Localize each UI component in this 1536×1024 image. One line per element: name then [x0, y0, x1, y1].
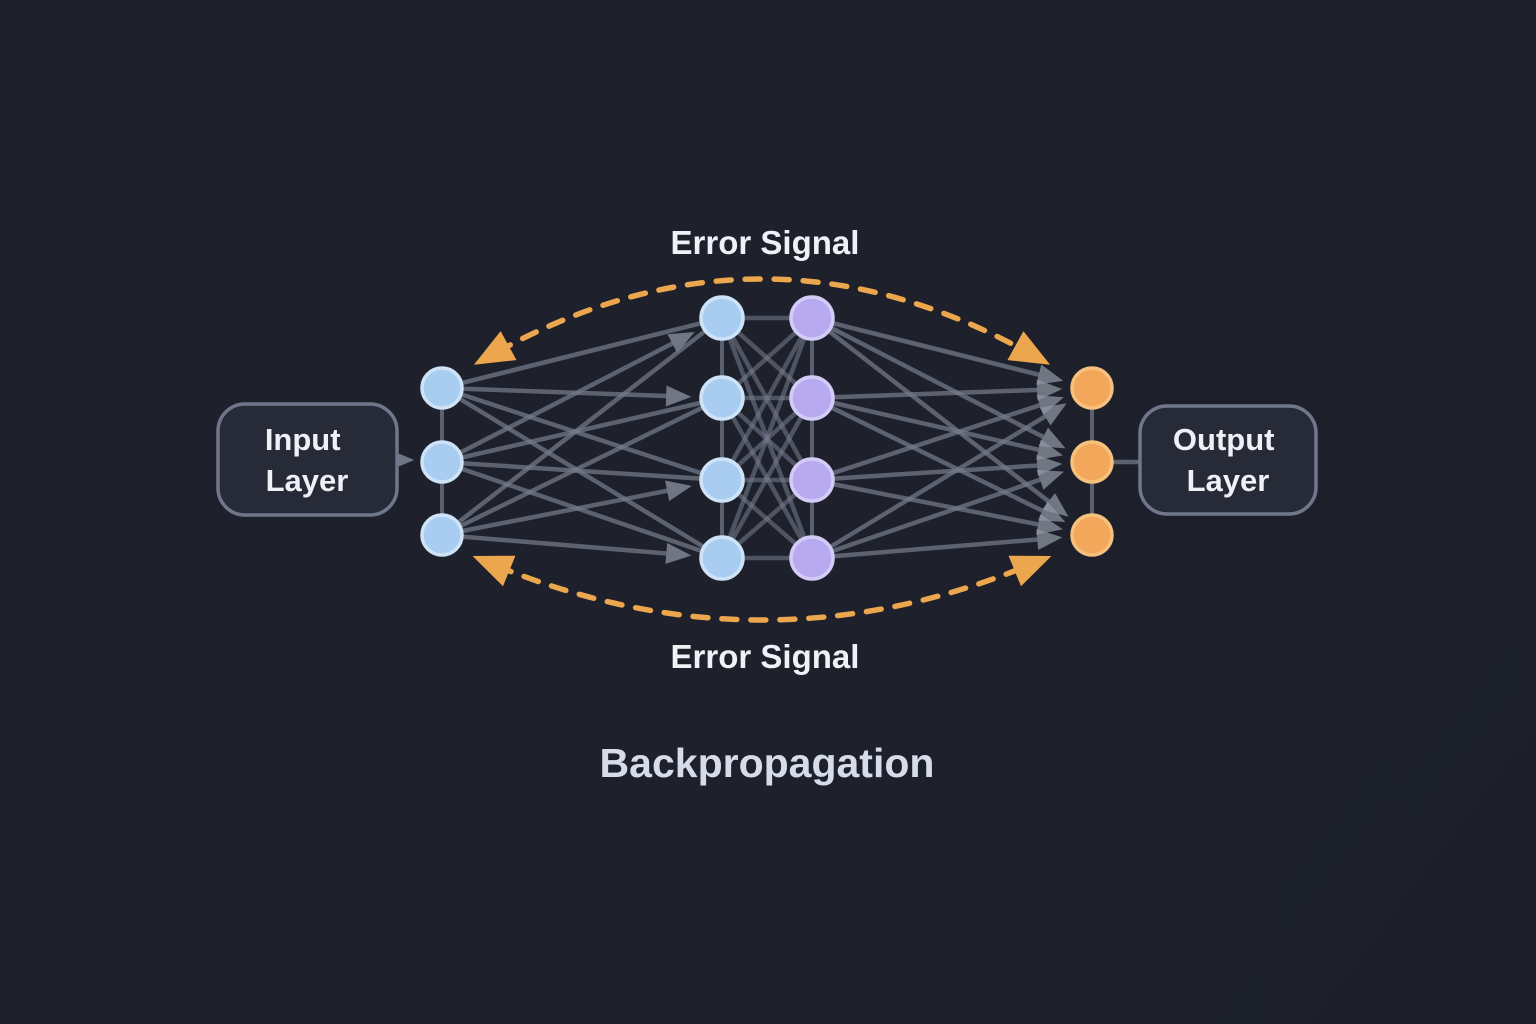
- edge-line: [441, 385, 723, 483]
- edge-line: [811, 395, 1064, 461]
- edge-line: [441, 385, 692, 407]
- output-layer-box: [1138, 404, 1318, 516]
- input-layer-label: Input Layer: [265, 422, 349, 498]
- hidden2-node: [789, 535, 835, 581]
- input-node: [420, 366, 464, 410]
- error-signal-arc-top: [473, 276, 1051, 365]
- hidden1-node: [699, 457, 745, 503]
- output-node: [1070, 513, 1114, 557]
- edge-line: [441, 459, 723, 483]
- output-node: [1070, 366, 1114, 410]
- edge-line: [811, 529, 1063, 561]
- edge-line: [440, 316, 724, 537]
- edge-line: [811, 395, 1064, 483]
- edge-line: [720, 396, 814, 560]
- hidden2-node: [789, 295, 835, 341]
- connection-edges: [440, 315, 1094, 564]
- hidden1-node: [699, 295, 745, 341]
- edge-line: [441, 395, 723, 538]
- hidden1-node: [699, 375, 745, 421]
- edge-line: [811, 469, 1064, 561]
- edge-line: [811, 395, 1066, 522]
- edge-line: [811, 455, 1063, 483]
- edge-line: [441, 395, 723, 465]
- error-signal-label-top: Error Signal: [671, 224, 860, 261]
- hidden2-node: [789, 375, 835, 421]
- input-layer-box: [216, 402, 399, 517]
- output-layer-label: Output Layer: [1173, 422, 1283, 498]
- error-signal-arc-bottom: [472, 555, 1052, 623]
- edge-line: [810, 403, 1067, 560]
- input-node: [420, 440, 464, 484]
- edge-line: [441, 480, 692, 538]
- edge-line: [811, 477, 1063, 535]
- output-node: [1070, 440, 1114, 484]
- edge-line: [811, 379, 1063, 401]
- error-signal-label-bottom: Error Signal: [671, 638, 860, 675]
- hidden1-node: [699, 535, 745, 581]
- edge-line: [441, 459, 723, 561]
- hidden2-node: [789, 457, 835, 503]
- input-node: [420, 513, 464, 557]
- diagram-title: Backpropagation: [600, 740, 935, 786]
- edge-line: [441, 532, 692, 564]
